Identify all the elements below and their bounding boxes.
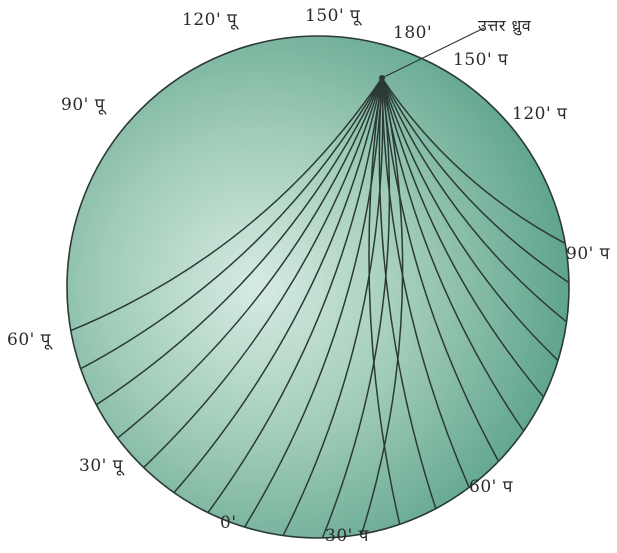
label-lon-120w: 120' प bbox=[512, 106, 567, 123]
label-lon-30e: 30' पू bbox=[79, 458, 123, 475]
label-lon-60e: 60' पू bbox=[7, 332, 51, 349]
north-pole-point bbox=[379, 75, 385, 81]
label-lon-150w: 150' प bbox=[453, 52, 508, 69]
label-lon-180: 180' bbox=[393, 25, 432, 42]
label-lon-30w: 30' प bbox=[325, 528, 369, 545]
label-lon-90w: 90' प bbox=[566, 246, 610, 263]
globe-sphere bbox=[67, 36, 569, 538]
label-lon-0: 0' bbox=[220, 515, 237, 532]
label-lon-150e-top: 150' पू bbox=[305, 8, 360, 25]
label-lon-120e-top: 120' पू bbox=[182, 12, 237, 29]
label-north-pole: उत्तर ध्रुव bbox=[478, 18, 531, 34]
label-lon-90e-left: 90' पू bbox=[61, 97, 105, 114]
label-lon-60w: 60' प bbox=[469, 479, 513, 496]
